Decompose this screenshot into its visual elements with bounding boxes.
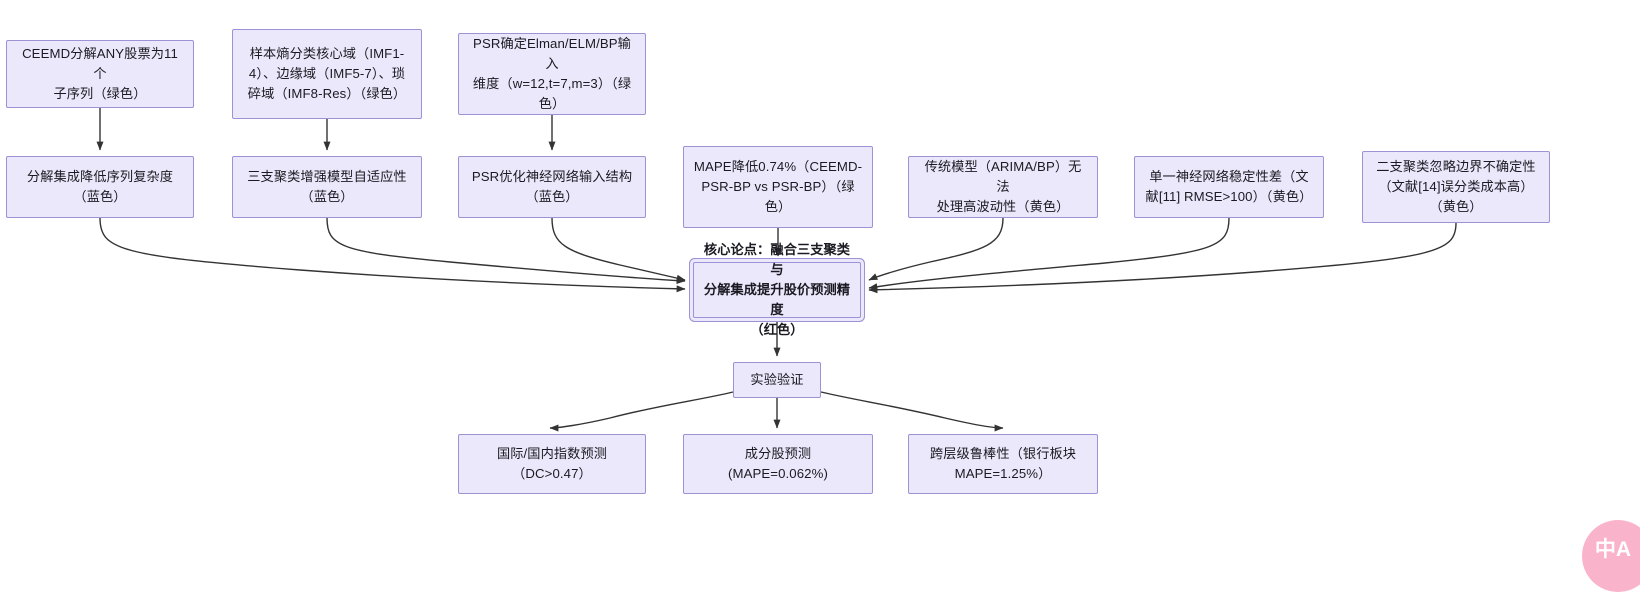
node-label: 传统模型（ARIMA/BP）无法 处理高波动性（黄色） bbox=[924, 159, 1082, 214]
node-label: PSR优化神经网络输入结构 （蓝色） bbox=[471, 169, 633, 204]
node-core-claim[interactable]: 核心论点：融合三支聚类与 分解集成提升股价预测精度 （红色） bbox=[693, 242, 861, 337]
edge-exp-to-r3 bbox=[820, 391, 1004, 432]
node-cross-level-robustness-result[interactable]: 跨层级鲁棒性（银行板块 MAPE=1.25%） bbox=[908, 434, 1098, 494]
edge-n9-to-core bbox=[868, 217, 1230, 291]
node-three-way-clustering-adaptivity[interactable]: 三支聚类增强模型自适应性 （蓝色） bbox=[232, 156, 422, 218]
node-decomposition-reduces-complexity[interactable]: 分解集成降低序列复杂度 （蓝色） bbox=[6, 156, 194, 218]
edge-exp-to-r1 bbox=[549, 391, 734, 432]
node-label: 实验验证 bbox=[750, 372, 804, 387]
node-label: 分解集成降低序列复杂度 （蓝色） bbox=[26, 169, 174, 204]
node-label: 国际/国内指数预测 （DC>0.47） bbox=[496, 446, 608, 481]
edge-n10-to-core bbox=[868, 222, 1457, 294]
node-constituent-stock-result[interactable]: 成分股预测 (MAPE=0.062%) bbox=[683, 434, 873, 494]
node-two-way-clustering-gap[interactable]: 二支聚类忽略边界不确定性 （文献[14]误分类成本高） （黄色） bbox=[1362, 151, 1550, 223]
node-sample-entropy-classification[interactable]: 样本熵分类核心域（IMF1- 4）、边缘域（IMF5-7）、琐 碎域（IMF8-… bbox=[232, 29, 422, 119]
node-label: 核心论点：融合三支聚类与 分解集成提升股价预测精度 （红色） bbox=[703, 242, 851, 337]
node-single-network-instability-gap[interactable]: 单一神经网络稳定性差（文 献[11] RMSE>100）（黄色） bbox=[1134, 156, 1324, 218]
node-index-prediction-result[interactable]: 国际/国内指数预测 （DC>0.47） bbox=[458, 434, 646, 494]
node-label: 成分股预测 (MAPE=0.062%) bbox=[728, 446, 828, 481]
node-label: 单一神经网络稳定性差（文 献[11] RMSE>100）（黄色） bbox=[1145, 169, 1313, 204]
node-label: 跨层级鲁棒性（银行板块 MAPE=1.25%） bbox=[929, 446, 1077, 481]
edge-n5-to-core bbox=[326, 217, 686, 285]
edge-n6-to-core bbox=[551, 217, 686, 282]
node-experimental-validation[interactable]: 实验验证 bbox=[733, 362, 821, 398]
flowchart-canvas: CEEMD分解ANY股票为11个 子序列（绿色） 样本熵分类核心域（IMF1- … bbox=[6, 29, 1640, 592]
node-mape-reduction-result[interactable]: MAPE降低0.74%（CEEMD- PSR-BP vs PSR-BP）（绿 色… bbox=[683, 146, 873, 228]
node-label: 样本熵分类核心域（IMF1- 4）、边缘域（IMF5-7）、琐 碎域（IMF8-… bbox=[247, 46, 407, 101]
node-label: 二支聚类忽略边界不确定性 （文献[14]误分类成本高） （黄色） bbox=[1376, 159, 1536, 214]
node-label: PSR确定Elman/ELM/BP输入 维度（w=12,t=7,m=3）（绿 色… bbox=[472, 36, 632, 111]
watermark-label: 中A bbox=[1594, 538, 1632, 561]
node-ceemd-decomposition[interactable]: CEEMD分解ANY股票为11个 子序列（绿色） bbox=[6, 40, 194, 108]
node-label: CEEMD分解ANY股票为11个 子序列（绿色） bbox=[22, 46, 178, 101]
watermark-badge: 中A bbox=[1582, 520, 1640, 592]
edge-n4-to-core bbox=[99, 217, 686, 293]
node-psr-input-dimension[interactable]: PSR确定Elman/ELM/BP输入 维度（w=12,t=7,m=3）（绿 色… bbox=[458, 33, 646, 115]
node-label: 三支聚类增强模型自适应性 （蓝色） bbox=[247, 169, 407, 204]
node-traditional-model-gap[interactable]: 传统模型（ARIMA/BP）无法 处理高波动性（黄色） bbox=[908, 156, 1098, 218]
edge-n8-to-core bbox=[868, 217, 1004, 281]
node-label: MAPE降低0.74%（CEEMD- PSR-BP vs PSR-BP）（绿 色… bbox=[693, 159, 863, 214]
node-psr-optimizes-network-input[interactable]: PSR优化神经网络输入结构 （蓝色） bbox=[458, 156, 646, 218]
